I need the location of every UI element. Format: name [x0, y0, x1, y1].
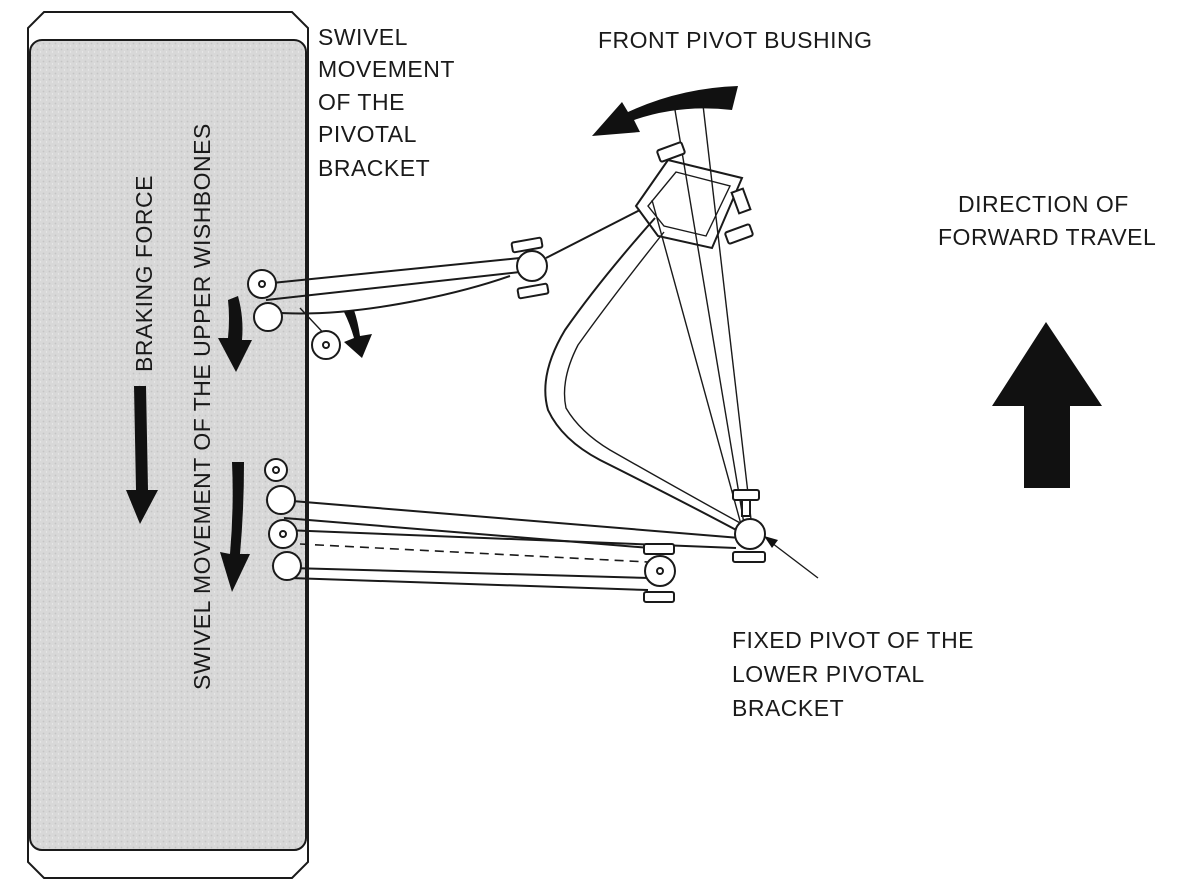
- svg-text:SWIVEL: SWIVEL: [318, 24, 408, 50]
- label-fixed-pivot: FIXED PIVOT OF THE LOWER PIVOTAL BRACKET: [732, 627, 974, 721]
- pivotal-bracket: [544, 217, 743, 533]
- label-swivel-wishbones: SWIVEL MOVEMENT OF THE UPPER WISHBONES: [189, 123, 215, 690]
- hub-mounts: [247, 269, 341, 581]
- bracket-swivel-arrow: [344, 310, 372, 358]
- upper-wishbone: [261, 209, 641, 341]
- forward-travel-arrow: [992, 322, 1102, 488]
- svg-text:MOVEMENT: MOVEMENT: [318, 56, 455, 82]
- label-front-pivot-bushing: FRONT PIVOT BUSHING: [598, 27, 872, 53]
- label-direction: DIRECTION OF FORWARD TRAVEL: [938, 191, 1156, 250]
- svg-text:OF THE: OF THE: [318, 89, 405, 115]
- arrows: [126, 86, 1102, 592]
- lower-outer-ball-joint: [643, 543, 676, 603]
- svg-text:BRACKET: BRACKET: [732, 695, 844, 721]
- tire: [27, 11, 309, 879]
- lower-wishbone-swivel-arrow: [220, 462, 250, 592]
- fixed-pivot-joint: [732, 489, 819, 579]
- svg-text:LOWER PIVOTAL: LOWER PIVOTAL: [732, 661, 925, 687]
- svg-text:DIRECTION OF: DIRECTION OF: [958, 191, 1129, 217]
- svg-text:FIXED PIVOT OF THE: FIXED PIVOT OF THE: [732, 627, 974, 653]
- svg-text:FORWARD TRAVEL: FORWARD TRAVEL: [938, 224, 1156, 250]
- upper-ball-joint: [510, 236, 550, 300]
- upper-wishbone-swivel-arrow: [218, 296, 252, 372]
- lower-wishbone: [279, 499, 741, 591]
- svg-text:PIVOTAL: PIVOTAL: [318, 121, 417, 147]
- front-bushing-rotation-arrow: [592, 86, 738, 136]
- braking-force-arrow: [126, 386, 158, 524]
- steering-axis-lines: [651, 104, 753, 531]
- svg-text:BRACKET: BRACKET: [318, 155, 430, 181]
- front-pivot-bushing: [634, 141, 754, 250]
- label-swivel-bracket: SWIVEL MOVEMENT OF THE PIVOTAL BRACKET: [318, 24, 455, 181]
- label-braking-force: BRAKING FORCE: [131, 175, 157, 372]
